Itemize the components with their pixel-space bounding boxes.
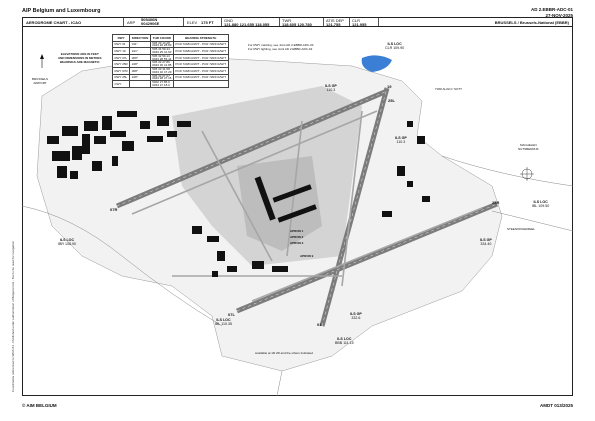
table-row: RWY 07R 068° 505 33 41.58 0043 32 47.29 …: [111, 66, 229, 75]
terminal-piers: [254, 176, 317, 223]
machelen-label: MACHELEN NUTSBEDRIJF: [518, 143, 539, 151]
apron-9-label: APRON 9: [300, 254, 314, 258]
clr-value: 121.955: [352, 22, 367, 27]
col-bearing: BEARING STRENGTH: [172, 34, 229, 42]
taxiways: [131, 110, 483, 302]
footer-copyright: © AIM BELGIUM: [22, 403, 57, 408]
roads: [22, 155, 573, 396]
runway-data-table: RWY DIRECTION THR COORD BEARING STRENGTH…: [111, 34, 229, 88]
arp-lon: 0042906E: [141, 21, 160, 27]
north-arrow-icon: [40, 54, 44, 68]
table-row: RWY 25L 248° 505 33 07.67 0043 28 37.15 …: [111, 73, 229, 82]
elev-label: ELEV: [187, 19, 198, 25]
buildings-west: [47, 111, 191, 179]
buildings-south: [192, 226, 288, 277]
chart-date: 27-NOV-2025: [545, 12, 573, 18]
chart-frame: [22, 26, 573, 396]
chart-identifier: AD 2.EBBR-ADC-01 27-NOV-2025: [531, 7, 573, 18]
steenokkerzeel-label: STEENOKKERZEEL: [507, 227, 536, 231]
arp-label: ARP: [127, 19, 136, 25]
col-rwy: RWY: [111, 34, 131, 42]
frequency-band: AERODROME CHART - ICAO ARP 505406N 00429…: [22, 17, 573, 27]
compass-icon: [520, 167, 534, 181]
table-row: RWY 01 011° 505 33 14.28 0043 26 28.83 P…: [111, 40, 229, 49]
table-row: CWY 5002 27.85.0 0043 27.18.0: [111, 80, 229, 88]
publisher-title: AIP Belgium and Luxembourg: [22, 8, 101, 14]
chart-title: AERODROME CHART - ICAO: [26, 19, 82, 25]
gnd-value: 121.880 121.655 118.055: [224, 22, 270, 27]
atis-value: 121.755: [326, 22, 341, 27]
elevations-note: ELEVATIONS ARE IN FEET AND DIMENSIONS IN…: [58, 52, 102, 64]
apron-3-label: APRON 3: [290, 241, 304, 245]
atis-label: ATIS DEP: [326, 18, 344, 23]
side-disclaimer: Coordinates referenced to WGS 84 - Publi…: [11, 240, 15, 392]
twr-label: TWR: [282, 18, 292, 23]
tower-note: TWR ALIGN / SOTT: [435, 87, 463, 91]
lighting-note: For RWY marking, see Joint AD 2.EBBR-ADC…: [248, 43, 314, 51]
table-row: RWY 25R 248° 505 32 27.89 0043 30 41.85 …: [111, 60, 229, 68]
elev-value: 175 FT: [201, 19, 214, 25]
gnd-label: GND: [224, 18, 233, 23]
col-direction: DIRECTION: [129, 34, 151, 42]
twr-value: 118.605 120.780: [282, 22, 312, 27]
apron-2-label: APRON 2: [290, 235, 304, 239]
aerodrome-map: [22, 54, 573, 396]
water-basin: [361, 55, 392, 72]
runway-07l-label: 07L: [228, 312, 235, 317]
footer-amendment: AMDT 013/2025: [539, 403, 573, 408]
runway-19-label: 19: [387, 84, 392, 89]
arp-lat: 505406N: [141, 17, 158, 22]
runway-07r-label: 07R: [110, 207, 118, 212]
arp-coordinates: 505406N 0042906E: [141, 17, 160, 27]
buildings-east: [382, 121, 430, 217]
runway-01-label: 01: [317, 322, 322, 327]
runway-25l-label: 25L: [388, 98, 395, 103]
aerodrome-name: BRUSSELS / Brussels-National (EBBR): [494, 19, 569, 25]
apron-1-label: APRON 1: [290, 229, 304, 233]
table-row: RWY 19 191° 505 34 59.44 0043 25 41.63 P…: [111, 47, 229, 55]
table-row: RWY 07L 068° 505 32 59.13 0043 28 55.41 …: [111, 53, 229, 62]
brussels-airport-label: BRUSSELS AIRPORT: [32, 77, 49, 85]
bottom-note: Available at 1R 2R and the others Indica…: [255, 351, 313, 355]
runway-25r-label: 25R: [492, 200, 500, 205]
chart-id: AD 2.EBBR-ADC-01: [530, 7, 573, 12]
clr-label: CLR: [352, 18, 361, 23]
